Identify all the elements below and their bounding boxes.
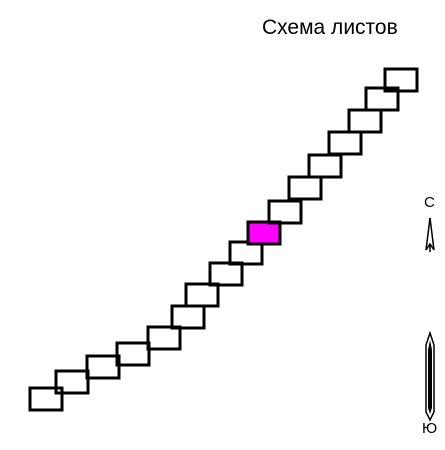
sheet-rect [54, 369, 90, 395]
sheet-rect [287, 175, 323, 201]
sheet-rect [267, 199, 303, 225]
sheet-rect [115, 341, 151, 367]
sheet-rect [184, 282, 220, 308]
sheet-rect [347, 108, 383, 134]
sheet-rect [208, 261, 244, 287]
sheet-highlighted [246, 220, 282, 246]
sheet-rect [364, 86, 400, 112]
diagram-title: Схема листов [262, 16, 398, 39]
sheet-rect [28, 386, 64, 412]
sheet-rect [170, 304, 206, 330]
south-label: Ю [422, 420, 438, 437]
north-label: С [424, 194, 435, 211]
sheets-group [28, 67, 419, 412]
sheet-rect [307, 153, 343, 179]
sheet-rect [85, 354, 121, 380]
sheet-rect [327, 130, 363, 156]
sheet-rect [228, 240, 264, 266]
sheet-rect [146, 325, 182, 351]
north-arrow-icon [425, 217, 435, 422]
sheet-rect [383, 67, 419, 93]
